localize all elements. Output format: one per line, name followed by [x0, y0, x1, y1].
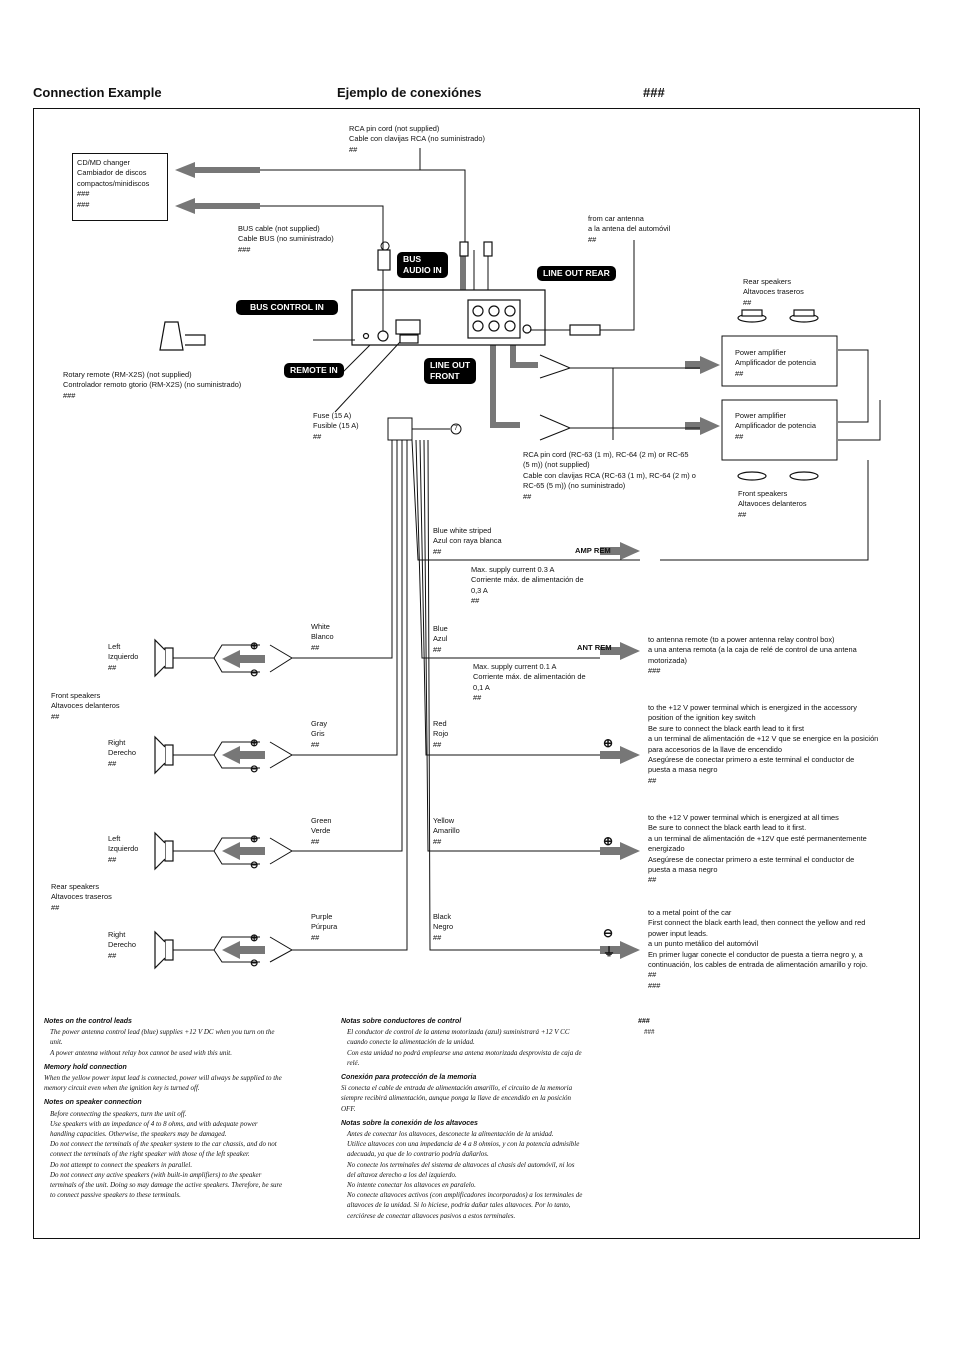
rotary-remote-icon [159, 321, 206, 351]
note-body: Before connecting the speakers, turn the… [50, 1109, 283, 1200]
title-es: Ejemplo de conexiónes [337, 85, 482, 100]
note-heading: Notas sobre conductores de control [341, 1018, 462, 1025]
svg-text:⊕: ⊕ [250, 641, 258, 652]
changer-label: CD/MD changer Cambiador de discos compac… [77, 158, 150, 209]
arrow-changer-2 [175, 198, 260, 214]
arrow-yellow [600, 842, 640, 860]
speaker-rear-left [154, 831, 174, 871]
fuse-number: 7 [454, 425, 458, 432]
note-heading: Notas sobre la conexión de los altavoces [341, 1119, 478, 1127]
note-body: When the yellow power input lead is conn… [44, 1074, 282, 1093]
bus-cable-label: BUS cable (not supplied) Cable BUS (no s… [238, 224, 334, 254]
amp2-label: Power amplifier Amplificador de potencia… [735, 411, 816, 441]
speaker-rear-right [154, 930, 174, 970]
note-heading: ### [638, 1018, 650, 1025]
yellow-desc: to the +12 V power terminal which is ene… [648, 813, 867, 885]
black-desc: to a metal point of the car First connec… [648, 908, 868, 990]
diagram-frame [33, 108, 920, 1239]
speaker-rear-top [737, 309, 819, 323]
red-desc: to the +12 V power terminal which is ene… [648, 703, 879, 785]
arrow-black [600, 941, 640, 959]
svg-text:⊖: ⊖ [250, 860, 258, 871]
svg-text:⏚: ⏚ [603, 945, 615, 959]
note-body: El conductor de control de la antena mot… [347, 1028, 582, 1067]
rear-speakers-label: Rear speakers Altavoces traseros ## [51, 882, 112, 912]
line-out-front-tag: LINE OUT FRONT [424, 358, 477, 384]
gray-label: Gray Gris ## [311, 719, 328, 749]
bus-control-in-tag: BUS CONTROL IN [236, 300, 338, 315]
svg-text:⊖: ⊖ [250, 958, 258, 969]
purple-label: Purple Púrpura ## [311, 912, 338, 942]
speaker-front-left [154, 638, 174, 678]
title-en: Connection Example [33, 85, 162, 100]
svg-text:⊖: ⊖ [250, 668, 258, 679]
note-body: Si conecta el cable de entrada de alimen… [341, 1084, 573, 1113]
blue-white-label: Blue white striped Azul con raya blanca … [433, 526, 502, 556]
rca-plugs-icon [459, 241, 493, 257]
amp1-label: Power amplifier Amplificador de potencia… [735, 348, 816, 378]
arrow-red [600, 746, 640, 764]
note-body: The power antenna control lead (blue) su… [50, 1028, 275, 1057]
arrow-changer-1 [175, 162, 260, 178]
note-heading: Memory hold connection [44, 1063, 127, 1071]
svg-text:⊖: ⊖ [250, 764, 258, 775]
svg-text:⊕: ⊕ [603, 736, 613, 750]
amp-supply-label: Max. supply current 0.3 A Corriente máx.… [471, 565, 584, 606]
note-heading: Notes on the control leads [44, 1018, 132, 1025]
blue-label: Blue Azul ## [433, 624, 448, 654]
right2-label: Right Derecho ## [108, 930, 136, 960]
arrow-amp-1 [685, 356, 720, 374]
fuse-label: Fuse (15 A) Fusible (15 A) ## [313, 411, 359, 441]
rca-long-label: RCA pin cord (RC-63 (1 m), RC-64 (2 m) o… [523, 450, 696, 501]
bus-audio-in-tag: BUS AUDIO IN [397, 252, 448, 278]
notes-jp: ### ### [638, 1012, 738, 1037]
ant-supply-label: Max. supply current 0.1 A Corriente máx.… [473, 662, 586, 703]
speaker-front-top [737, 471, 819, 481]
ant-desc: to antenna remote (to a power antenna re… [648, 635, 857, 676]
red-label: Red Rojo ## [433, 719, 449, 749]
yellow-label: Yellow Amarillo ## [433, 816, 460, 846]
notes-es: Notas sobre conductores de control El co… [341, 1012, 626, 1221]
rear-speakers-top-label: Rear speakers Altavoces traseros ## [743, 277, 804, 307]
note-body: Antes de conectar los altavoces, descone… [347, 1130, 583, 1220]
amp-rem-label: AMP REM [575, 546, 611, 555]
ant-rem-label: ANT REM [577, 643, 612, 652]
title-jp: ### [643, 85, 665, 100]
black-label: Black Negro ## [433, 912, 454, 942]
arrow-amp-rem [600, 542, 640, 560]
antenna-label: from car antenna a la antena del automóv… [588, 214, 671, 244]
arrow-amp-2 [685, 417, 720, 435]
speaker-front-right [154, 735, 174, 775]
note-body: ### [644, 1028, 655, 1037]
right1-label: Right Derecho ## [108, 738, 136, 768]
white-label: White Blanco ## [311, 622, 334, 652]
svg-text:⊕: ⊕ [250, 738, 258, 749]
svg-text:⊖: ⊖ [603, 926, 613, 940]
left2-label: Left Izquierdo ## [108, 834, 139, 864]
front-speakers-label: Front speakers Altavoces delanteros ## [51, 691, 120, 721]
left1-label: Left Izquierdo ## [108, 642, 139, 672]
green-label: Green Verde ## [311, 816, 332, 846]
front-speakers-top-label: Front speakers Altavoces delanteros ## [738, 489, 807, 519]
svg-text:⊕: ⊕ [250, 834, 258, 845]
svg-text:⊕: ⊕ [603, 834, 613, 848]
changer-box [72, 153, 168, 221]
remote-in-tag: REMOTE IN [284, 363, 344, 378]
note-heading: Notes on speaker connection [44, 1099, 142, 1107]
rotary-remote-label: Rotary remote (RM-X2S) (not supplied) Co… [63, 370, 242, 400]
bus-plug-icon [377, 249, 391, 271]
note-heading: Conexión para protección de la memoria [341, 1074, 477, 1082]
arrow-ant-rem [600, 642, 640, 660]
notes-en: Notes on the control leads The power ant… [44, 1012, 329, 1200]
rca-cord-label: RCA pin cord (not supplied) Cable con cl… [349, 124, 485, 154]
svg-text:⊕: ⊕ [250, 933, 258, 944]
antenna-plug-icon [569, 324, 601, 336]
line-out-rear-tag: LINE OUT REAR [537, 266, 616, 281]
